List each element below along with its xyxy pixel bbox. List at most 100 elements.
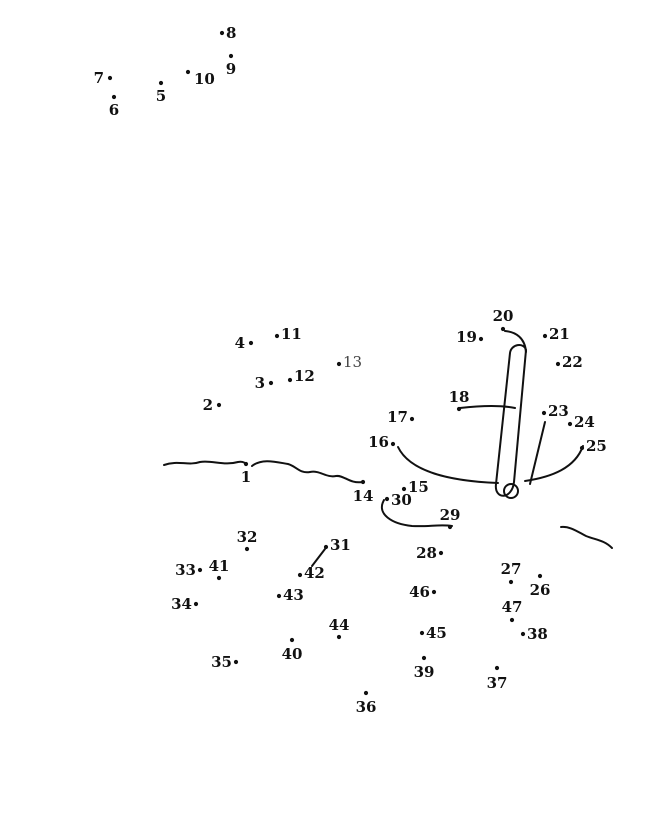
- dot-number-label: 3: [255, 374, 265, 392]
- ground-line-middle: [251, 460, 363, 484]
- dot-number-label: 35: [211, 653, 232, 671]
- dot-number-label: 9: [226, 60, 236, 78]
- dot-marker: [401, 486, 407, 492]
- dot-marker: [500, 326, 506, 332]
- dot-marker: [158, 80, 164, 86]
- dot-number-label: 27: [501, 560, 522, 578]
- dot-marker: [447, 524, 453, 530]
- dot-marker: [274, 333, 280, 339]
- dot-number-label: 14: [353, 487, 374, 505]
- dot-point-8: 8: [219, 24, 236, 42]
- dot-marker: [216, 402, 222, 408]
- dot-marker: [185, 69, 191, 75]
- dot-number-label: 22: [562, 353, 583, 371]
- dot-point-6: 6: [109, 94, 119, 119]
- dot-marker: [567, 421, 573, 427]
- dot-number-label: 43: [283, 586, 304, 604]
- dot-number-label: 17: [387, 408, 408, 426]
- handle-hole: [503, 483, 519, 499]
- dot-point-2: 2: [203, 396, 222, 414]
- dot-point-10: 10: [185, 69, 215, 88]
- dot-point-7: 7: [94, 69, 113, 87]
- dot-marker: [287, 377, 293, 383]
- dot-point-44: 44: [329, 616, 350, 640]
- dot-number-label: 20: [493, 307, 514, 325]
- dot-point-31: 31: [323, 536, 351, 554]
- dot-marker: [438, 550, 444, 556]
- dot-point-5: 5: [156, 80, 166, 105]
- shovel-handle: [494, 344, 527, 497]
- dot-point-37: 37: [487, 665, 507, 692]
- dot-number-label: 42: [304, 564, 325, 582]
- dot-number-label: 4: [235, 334, 245, 352]
- dot-number-label: 33: [175, 561, 196, 579]
- bucket-rim-curve-right: [524, 445, 584, 482]
- dot-marker: [336, 361, 342, 367]
- dot-point-38: 38: [520, 625, 548, 643]
- dot-marker: [323, 544, 329, 550]
- dot-point-32: 32: [237, 528, 257, 552]
- dot-marker: [431, 589, 437, 595]
- dot-point-22: 22: [555, 353, 583, 371]
- dot-number-label: 6: [109, 101, 119, 119]
- dot-marker: [228, 53, 234, 59]
- dot-number-label: 29: [440, 506, 461, 524]
- ground-line-right: [560, 525, 613, 549]
- dot-point-28: 28: [416, 544, 444, 562]
- puddle-curve: [381, 499, 453, 528]
- bucket-rim-curve: [397, 446, 499, 484]
- dot-number-label: 45: [426, 624, 447, 642]
- dot-number-label: 44: [329, 616, 350, 634]
- dot-number-label: 8: [226, 24, 236, 42]
- dot-marker: [193, 601, 199, 607]
- dot-number-label: 21: [549, 325, 570, 343]
- dot-marker: [363, 690, 369, 696]
- dot-number-label: 46: [409, 583, 430, 601]
- dot-point-12: 12: [287, 367, 315, 385]
- dot-point-27: 27: [501, 560, 522, 585]
- handle-arc: [504, 330, 527, 353]
- dot-point-40: 40: [282, 637, 303, 663]
- dot-point-33: 33: [175, 561, 203, 579]
- dot-point-26: 26: [530, 573, 551, 599]
- dot-point-9: 9: [226, 53, 236, 78]
- dot-marker: [456, 406, 462, 412]
- dot-number-label: 36: [356, 698, 377, 716]
- dot-point-45: 45: [419, 624, 447, 642]
- dot-number-label: 19: [456, 328, 477, 346]
- dot-point-21: 21: [542, 325, 570, 343]
- dot-number-label: 34: [171, 595, 192, 613]
- dot-marker: [508, 579, 514, 585]
- dot-number-label: 40: [282, 645, 303, 663]
- dot-marker: [421, 655, 427, 661]
- dot-number-label: 13: [343, 353, 362, 371]
- dot-marker: [216, 575, 222, 581]
- dot-number-label: 2: [203, 396, 213, 414]
- dot-point-3: 3: [255, 374, 274, 392]
- handle-stub: [459, 405, 516, 409]
- dot-point-1: 1: [241, 461, 251, 486]
- dot-marker: [243, 461, 249, 467]
- dot-marker: [541, 410, 547, 416]
- dot-point-4: 4: [235, 334, 254, 352]
- dot-point-41: 41: [209, 557, 229, 581]
- dot-marker: [244, 546, 250, 552]
- drawn-outline: [163, 330, 613, 567]
- dot-point-30: 30: [384, 491, 412, 509]
- dot-point-13: 13: [336, 353, 362, 371]
- dot-marker: [268, 380, 274, 386]
- dot-number-label: 26: [530, 581, 551, 599]
- dot-marker: [360, 479, 366, 485]
- dot-point-23: 23: [541, 402, 569, 420]
- dot-point-34: 34: [171, 595, 199, 613]
- dot-number-label: 47: [502, 598, 523, 616]
- dot-marker: [555, 361, 561, 367]
- dot-number-label: 39: [414, 663, 435, 681]
- dot-number-label: 1: [241, 468, 251, 486]
- dot-point-16: 16: [368, 433, 396, 451]
- dot-marker: [390, 441, 396, 447]
- dot-number-label: 5: [156, 87, 166, 105]
